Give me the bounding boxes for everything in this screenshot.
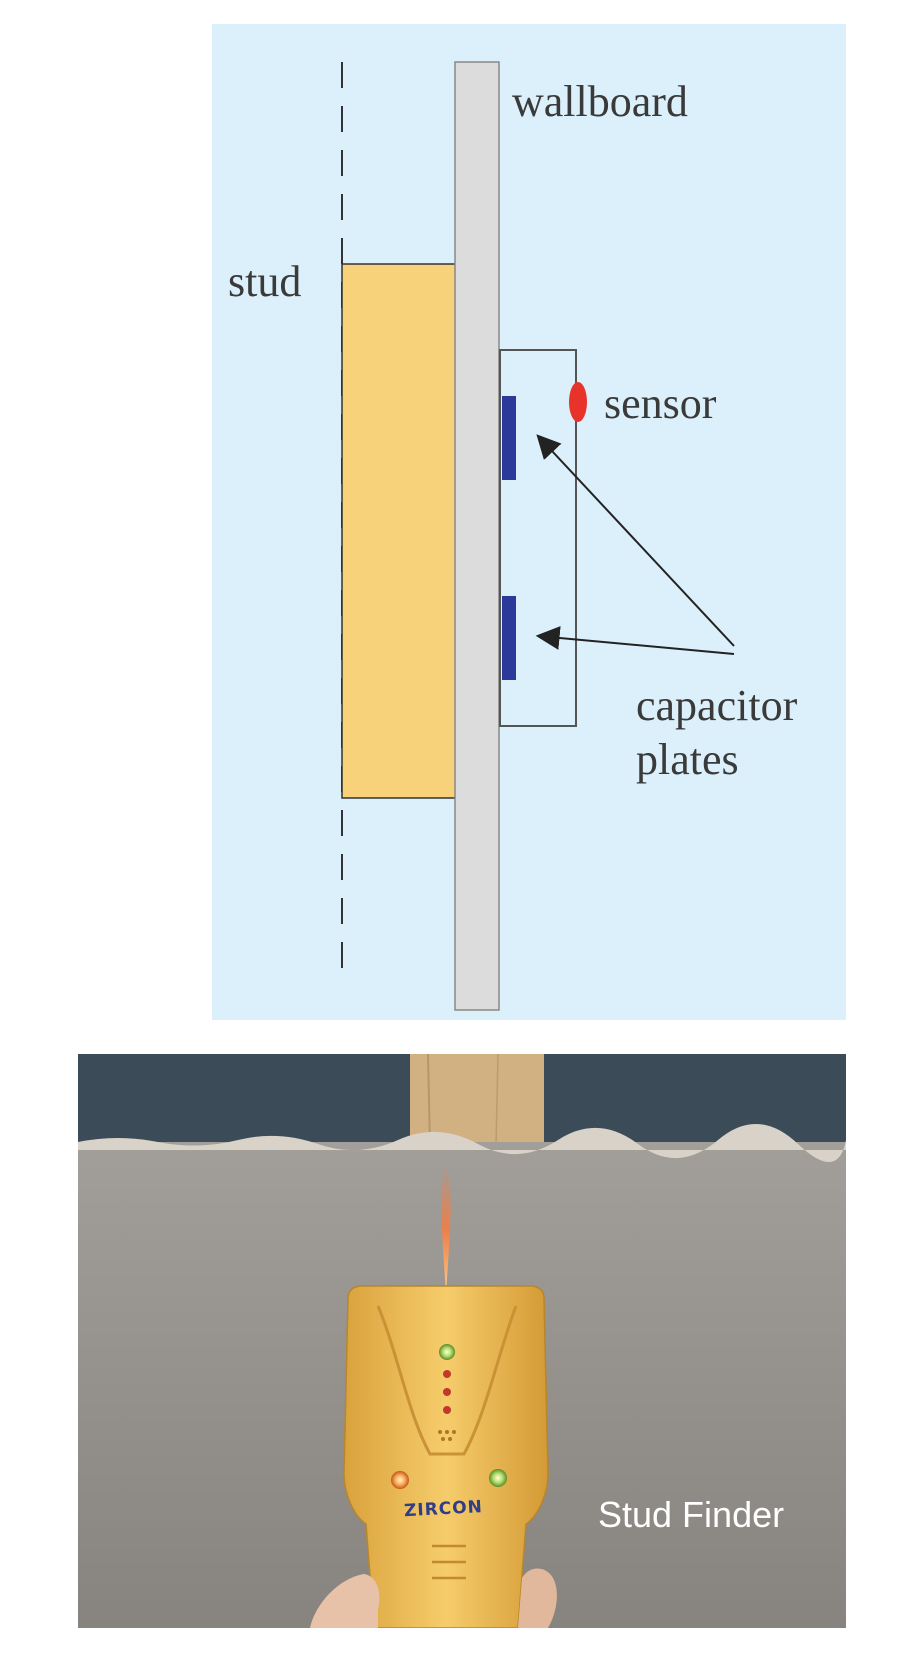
speaker-grille: [438, 1430, 456, 1441]
led-red-1: [443, 1370, 451, 1378]
stud-finder-device: [343, 1285, 549, 1628]
stud-shape: [341, 263, 461, 799]
stud-finder-photo: ZIRCON Stud Finder: [78, 1054, 846, 1628]
device-v-contour: [376, 1305, 518, 1456]
led-green-top: [439, 1344, 455, 1360]
device-grip: [432, 1544, 466, 1580]
label-capacitor: capacitor: [636, 681, 798, 730]
device-brand: ZIRCON: [404, 1497, 484, 1521]
wood-grain-line: [427, 1054, 431, 1147]
arrow-to-bottom-plate: [535, 626, 735, 655]
arrow-to-top-plate: [536, 434, 735, 647]
led-red-3: [443, 1406, 451, 1414]
label-sensor: sensor: [604, 379, 717, 428]
label-plates: plates: [636, 735, 739, 784]
hand-fingers: [518, 1568, 557, 1628]
label-wallboard: wallboard: [512, 77, 688, 126]
photo-caption: Stud Finder: [598, 1494, 785, 1535]
hand: [310, 1574, 380, 1628]
capacitor-plate-bottom: [502, 596, 516, 680]
wood-grain-line: [495, 1054, 499, 1147]
sensor-dot: [569, 382, 587, 422]
led-red-2: [443, 1388, 451, 1396]
led-orange-left: [391, 1471, 409, 1489]
sensor-housing-box: [499, 349, 577, 727]
capacitor-diagram: wallboard stud sensor capacitor plates: [212, 24, 846, 1020]
capacitor-plate-top: [502, 396, 516, 480]
laser-beam: [441, 1164, 451, 1294]
wallboard-shape: [454, 61, 500, 1011]
led-green-right: [489, 1469, 507, 1487]
drywall-rough-edge: [78, 1123, 846, 1163]
label-stud: stud: [228, 257, 301, 306]
